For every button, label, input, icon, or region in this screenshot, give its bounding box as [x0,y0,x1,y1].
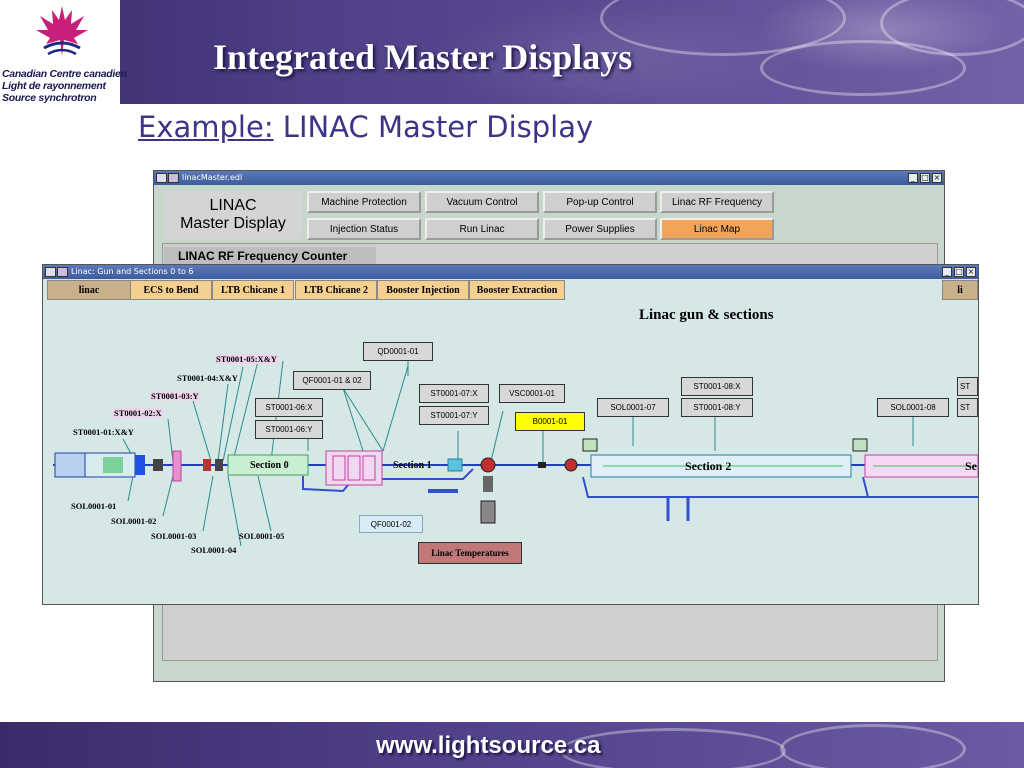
label-sol0001-03[interactable]: SOL0001-03 [151,531,197,541]
section-0-label: Section 0 [250,460,289,471]
injection-status-button[interactable]: Injection Status [307,218,421,240]
footer-url[interactable]: www.lightsource.ca [376,732,601,759]
rf-frequency-counter-label: LINAC RF Frequency Counter [164,247,376,265]
label-st0001-01[interactable]: ST0001-01:X&Y [73,427,134,437]
map-window: Linac: Gun and Sections 0 to 6 _ □ × lin… [42,264,979,605]
section-2-label: Section 2 [685,459,732,473]
minimize-icon[interactable]: _ [908,173,918,183]
tab-ltb-chicane-1[interactable]: LTB Chicane 1 [212,280,294,300]
window-menu-icon[interactable] [156,173,167,183]
vacuum-control-button[interactable]: Vacuum Control [425,191,539,213]
label-sol0001-05[interactable]: SOL0001-05 [239,531,285,541]
maple-leaf-logo-icon [36,6,88,56]
pv-qf0001-01-02[interactable]: QF0001-01 & 02 [293,371,371,390]
app-icon [168,173,179,183]
master-title: linacMaster.edl [182,173,243,182]
logo-text-line-2: Light de rayonnement [2,80,106,92]
pv-sol0001-08[interactable]: SOL0001-08 [877,398,949,417]
logo-text-line-3: Source synchrotron [2,92,97,104]
pv-vsc0001-01[interactable]: VSC0001-01 [499,384,565,403]
maximize-icon[interactable]: □ [920,173,930,183]
linac-rf-frequency-button[interactable]: Linac RF Frequency [660,191,774,213]
decor-swirl [760,40,966,96]
run-linac-button[interactable]: Run Linac [425,218,539,240]
minimize-icon[interactable]: _ [942,267,952,277]
app-icon [57,267,68,277]
app-label-line-2: Master Display [180,215,286,232]
label-sol0001-02[interactable]: SOL0001-02 [111,516,157,526]
pv-st0001-06y[interactable]: ST0001-06:Y [255,420,323,439]
pv-b0001-01[interactable]: B0001-01 [515,412,585,431]
map-title-bar-text: Linac: Gun and Sections 0 to 6 [71,267,194,276]
tab-ltb-chicane-2[interactable]: LTB Chicane 2 [295,280,377,300]
label-st0001-05[interactable]: ST0001-05:X&Y [215,354,278,364]
tab-booster-injection[interactable]: Booster Injection [377,280,469,300]
label-st0001-03[interactable]: ST0001-03:Y [150,391,200,401]
bottom-banner [0,722,1024,768]
map-heading: Linac gun & sections [639,307,774,323]
tab-right-cut[interactable]: li [942,280,978,300]
label-st0001-04[interactable]: ST0001-04:X&Y [177,373,238,383]
pv-st0001-07y[interactable]: ST0001-07:Y [419,406,489,425]
label-st0001-02[interactable]: ST0001-02:X [113,408,163,418]
tab-ecs-to-bend[interactable]: ECS to Bend [130,280,212,300]
label-sol0001-01[interactable]: SOL0001-01 [71,501,117,511]
pv-st0001-06x[interactable]: ST0001-06:X [255,398,323,417]
tab-linac[interactable]: linac [47,280,131,300]
label-sol0001-04[interactable]: SOL0001-04 [191,545,237,555]
power-supplies-button[interactable]: Power Supplies [543,218,657,240]
section-3-label: Se [965,459,977,473]
pv-qf0001-02[interactable]: QF0001-02 [359,515,423,533]
slide-subtitle: Example: LINAC Master Display [138,110,593,144]
pv-qd0001-01[interactable]: QD0001-01 [363,342,433,361]
app-label-line-1: LINAC [209,197,257,214]
beamline-diagram [53,360,978,547]
subtitle-prefix: Example: [138,110,274,144]
machine-protection-button[interactable]: Machine Protection [307,191,421,213]
map-titlebar: Linac: Gun and Sections 0 to 6 _ □ × [43,265,978,279]
pv-sol0001-07[interactable]: SOL0001-07 [597,398,669,417]
pv-st0001-08x[interactable]: ST0001-08:X [681,377,753,396]
slide-title: Integrated Master Displays [213,37,633,77]
pv-st0001-07x[interactable]: ST0001-07:X [419,384,489,403]
master-titlebar: linacMaster.edl _ □ × [154,171,944,185]
maximize-icon[interactable]: □ [954,267,964,277]
logo-text-line-1: Canadian Centre canadien [2,68,127,80]
app-label: LINAC Master Display [164,191,302,239]
popup-control-button[interactable]: Pop-up Control [543,191,657,213]
close-icon[interactable]: × [932,173,942,183]
subtitle-rest: LINAC Master Display [273,110,594,144]
tab-booster-extraction[interactable]: Booster Extraction [469,280,565,300]
pv-right-cut-2[interactable]: ST [957,398,978,417]
decor-swirl [880,0,1024,56]
window-menu-icon[interactable] [45,267,56,277]
pv-right-cut-1[interactable]: ST [957,377,978,396]
cls-logo: Canadian Centre canadien Light de rayonn… [0,0,127,104]
pv-st0001-08y[interactable]: ST0001-08:Y [681,398,753,417]
decor-swirl [780,724,966,768]
top-banner [0,0,1024,104]
linac-temperatures-button[interactable]: Linac Temperatures [418,542,522,564]
linac-map-button[interactable]: Linac Map [660,218,774,240]
map-tabs: linac ECS to Bend LTB Chicane 1 LTB Chic… [43,280,978,302]
close-icon[interactable]: × [966,267,976,277]
section-1-label: Section 1 [393,460,432,471]
